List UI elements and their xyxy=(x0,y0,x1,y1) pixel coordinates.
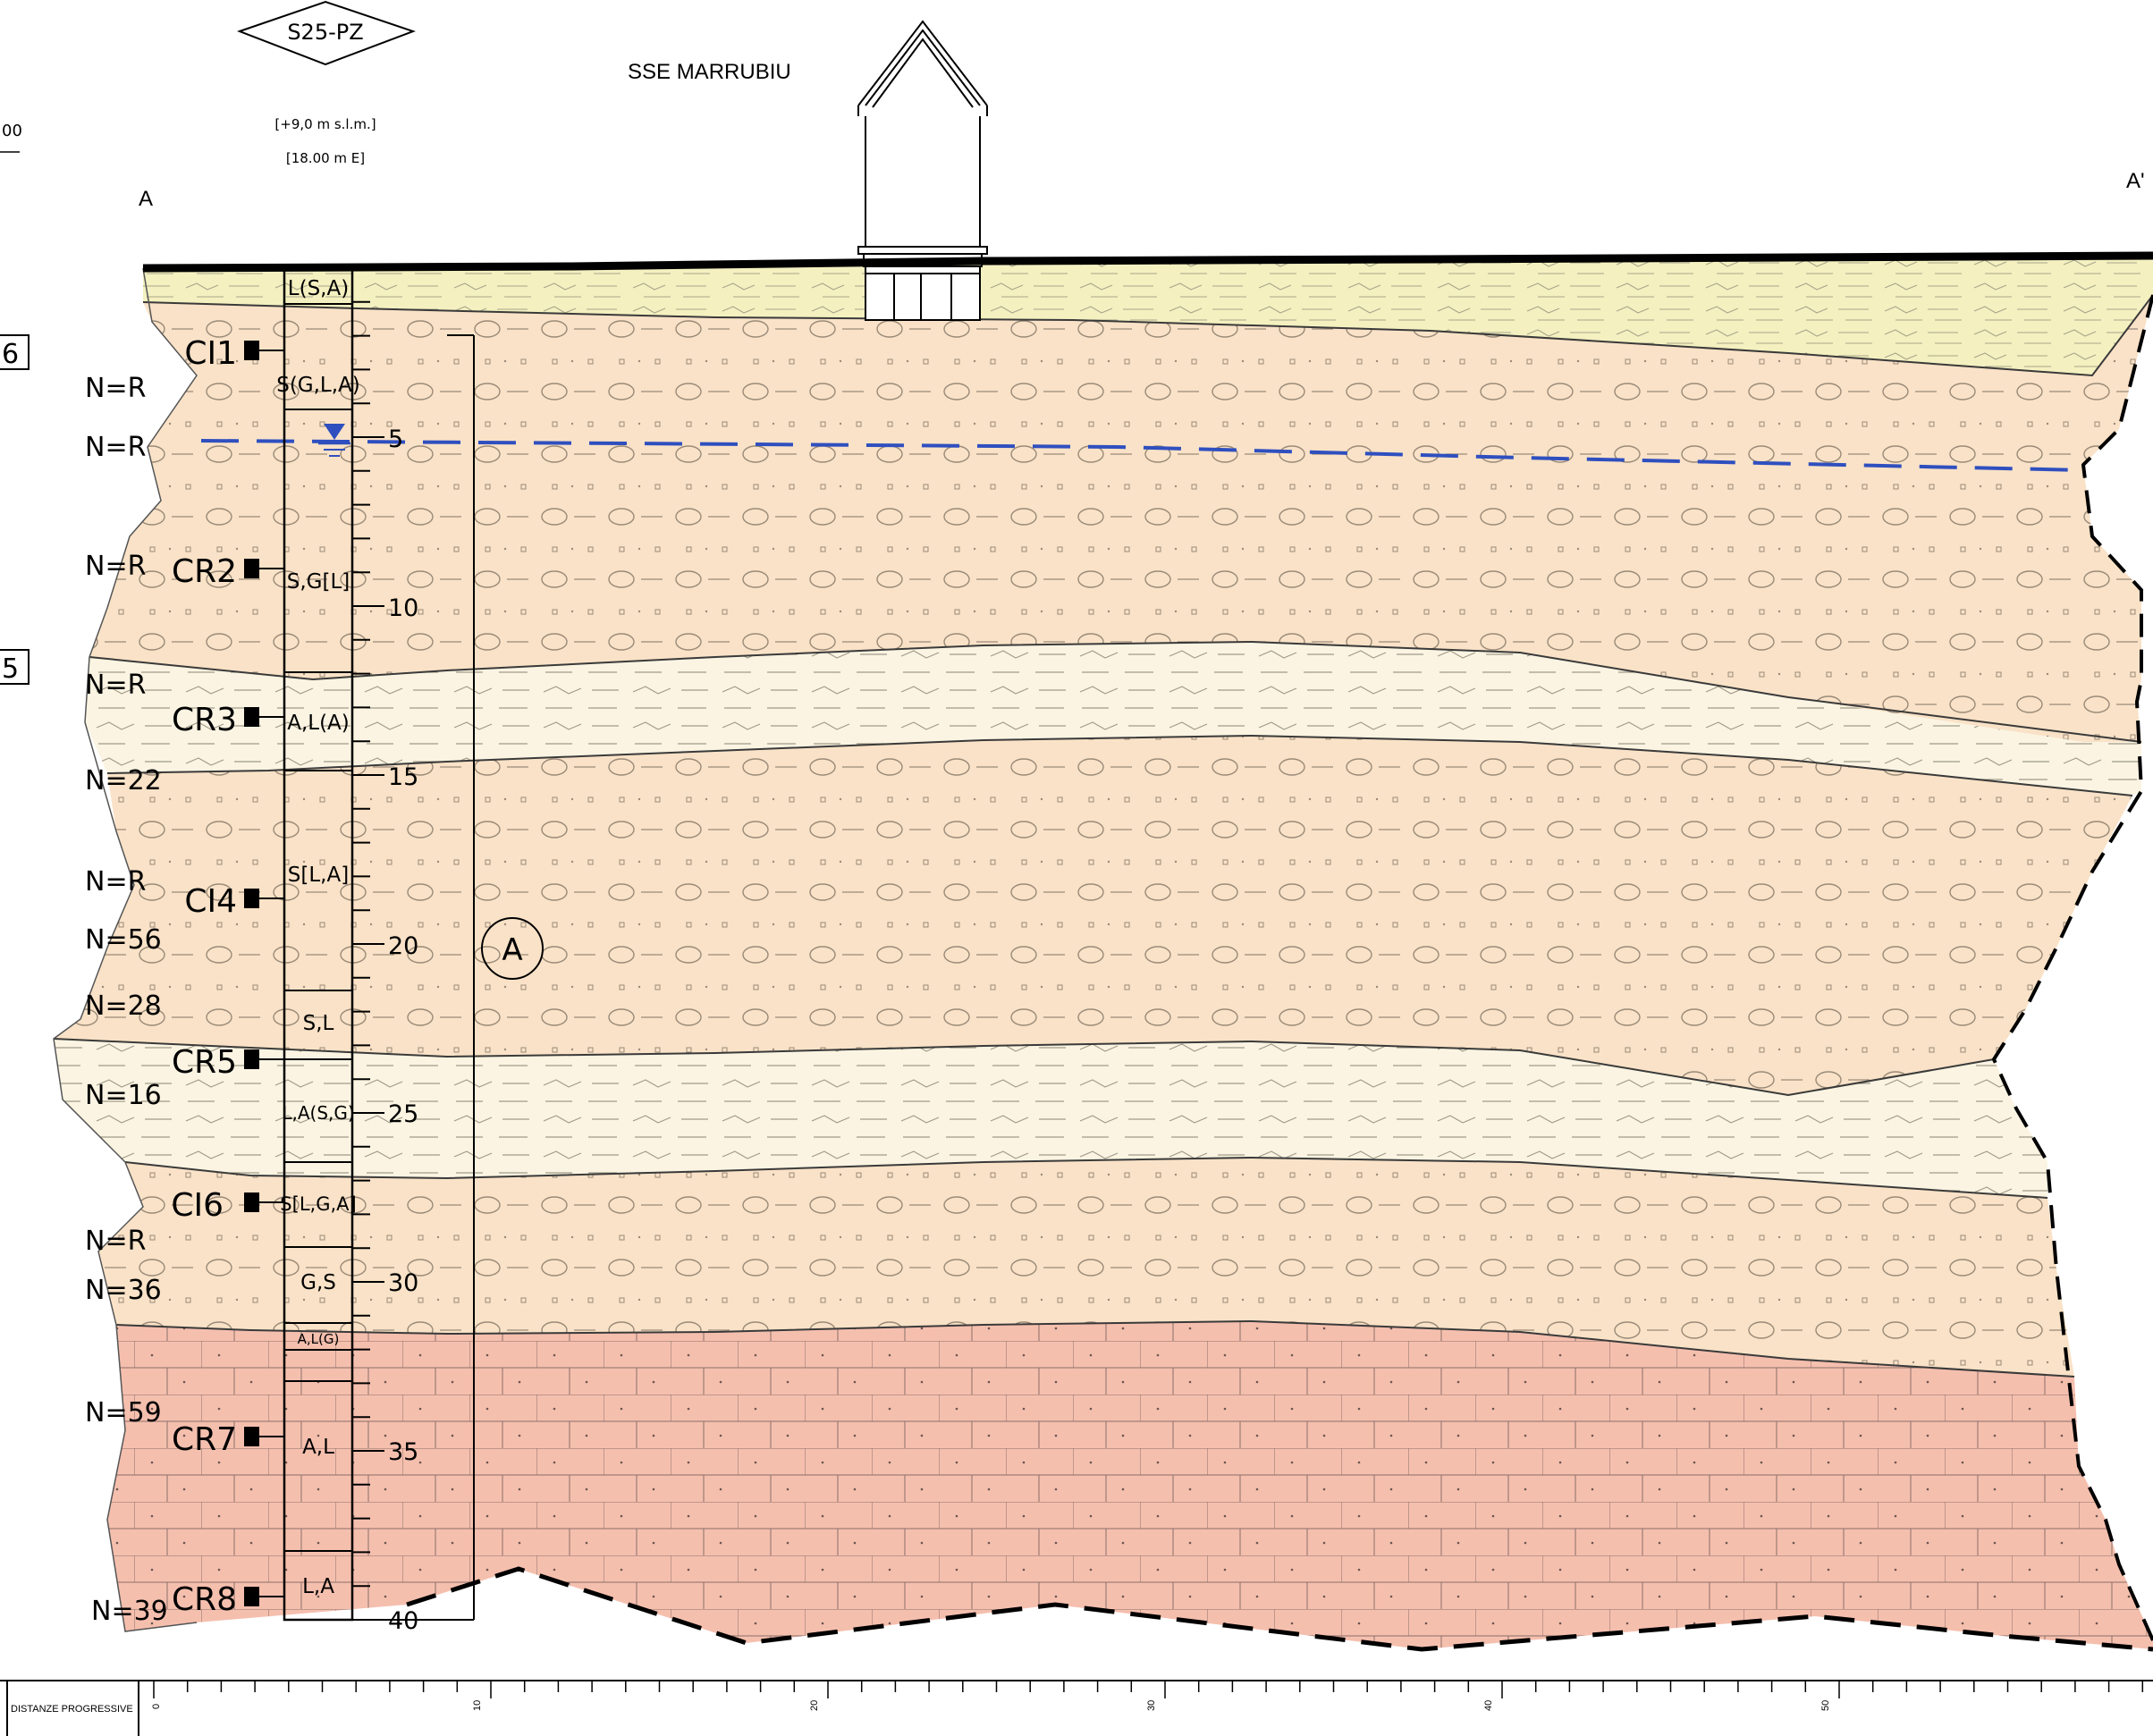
distance-label: 0 xyxy=(151,1704,162,1709)
unit-label: A xyxy=(502,932,522,968)
section-right-boundary xyxy=(1991,294,2153,1641)
left-edge-label: 00 xyxy=(2,122,22,140)
left-edge-label: 5 xyxy=(2,653,19,685)
spt-label: N=22 xyxy=(85,765,162,796)
lithology-label: S,L xyxy=(303,1012,334,1035)
sample-label: CI1 xyxy=(184,335,237,372)
depth-ticks xyxy=(352,300,384,1621)
lithology-label: A,L(G) xyxy=(298,1331,340,1347)
layer-sand-gravel-upper xyxy=(89,295,2153,742)
layer-bedrock xyxy=(107,1321,2153,1649)
spt-label: N=R xyxy=(85,670,146,701)
water-table-line xyxy=(200,439,2084,472)
site-title: SSE MARRUBIU xyxy=(628,60,791,84)
sample-label: CI6 xyxy=(171,1187,224,1224)
distance-table-header: DISTANZE PROGRESSIVE xyxy=(11,1704,133,1715)
unit-marker-circle xyxy=(481,917,544,980)
sample-label: CR8 xyxy=(172,1581,237,1618)
section-bottom-boundary xyxy=(406,1566,2153,1652)
distance-label: 10 xyxy=(472,1700,483,1711)
spt-label: N=R xyxy=(85,866,146,897)
spt-label: N=39 xyxy=(91,1596,168,1627)
sample-labels: CI1 CR2 CR3 CI4 CR5 CI6 CR7 CR8 xyxy=(171,335,237,1618)
depth-tick-label: 15 xyxy=(388,763,418,791)
left-edge-box-lower xyxy=(0,649,30,685)
lithology-label: L,A(S,G) xyxy=(282,1102,354,1124)
borehole-easting: [18.00 m E] xyxy=(286,150,365,166)
depth-tick-label: 35 xyxy=(388,1438,418,1466)
spt-label: N=36 xyxy=(85,1275,162,1306)
lithology-label: A,L xyxy=(302,1436,334,1459)
lithology-label: A,L(A) xyxy=(287,712,350,735)
spt-label: N=28 xyxy=(85,990,162,1022)
borehole-elevation: [+9,0 m s.l.m.] xyxy=(274,116,376,132)
borehole-id: S25-PZ xyxy=(287,20,363,45)
left-edge-label: 6 xyxy=(2,339,19,370)
section-left-boundary xyxy=(53,267,198,1632)
section-start-label: A xyxy=(139,187,153,211)
water-level-icon xyxy=(318,424,350,457)
depth-tick-label: 20 xyxy=(388,932,418,960)
distance-label: 50 xyxy=(1820,1700,1831,1711)
distance-ticks xyxy=(153,1681,2144,1698)
spt-label: N=59 xyxy=(85,1397,162,1428)
depth-tick-label: 25 xyxy=(388,1100,418,1128)
spt-label: N=R xyxy=(85,1226,146,1257)
sample-label: CR3 xyxy=(172,702,237,738)
layer-boundaries xyxy=(53,294,2153,1378)
borehole-id-badge xyxy=(237,0,416,66)
sample-label: CR5 xyxy=(172,1044,237,1081)
spt-label: N=R xyxy=(85,432,146,463)
lithology-label: S[L,A] xyxy=(288,864,349,887)
spt-labels: N=R N=R N=R N=R N=22 N=R N=56 N=28 N=16 … xyxy=(85,373,168,1627)
sample-label: CR2 xyxy=(172,553,237,590)
spt-label: N=16 xyxy=(85,1080,162,1111)
sample-label: CI4 xyxy=(184,883,237,920)
lithology-label: S[L,G,A] xyxy=(280,1193,356,1215)
layer-silt-clay-upper xyxy=(85,642,2141,796)
substation-building-icon xyxy=(857,20,988,321)
depth-tick-label: 5 xyxy=(388,426,403,453)
distance-table xyxy=(0,1680,2153,1736)
sample-label: CR7 xyxy=(172,1421,237,1458)
lithology-labels: L(S,A) S(G,L,A) S,G[L] A,L(A) S[L,A] S,L… xyxy=(276,277,360,1598)
spt-label: N=56 xyxy=(85,924,162,956)
depth-tick-labels: 5 10 15 20 25 30 35 40 xyxy=(388,426,418,1635)
lithology-label: S(G,L,A) xyxy=(276,374,360,397)
distance-label: 30 xyxy=(1146,1700,1157,1711)
layer-sand-gravel-middle xyxy=(54,736,2132,1095)
lithology-label: L,A xyxy=(302,1575,334,1598)
sample-markers xyxy=(244,341,284,1606)
section-end-label: A' xyxy=(2126,169,2145,193)
lithology-label: S,G[L] xyxy=(287,570,350,594)
lithology-label: L(S,A) xyxy=(288,277,349,300)
spt-label: N=R xyxy=(85,373,146,404)
distance-label: 20 xyxy=(809,1700,820,1711)
distance-labels: 0 10 20 30 40 50 xyxy=(151,1700,1831,1711)
left-edge-box-upper xyxy=(0,334,30,370)
layer-topsoil xyxy=(143,256,2153,375)
spt-label: N=R xyxy=(85,551,146,582)
depth-tick-label: 30 xyxy=(388,1269,418,1297)
distance-label: 40 xyxy=(1483,1700,1494,1711)
lithology-label: G,S xyxy=(300,1271,336,1294)
depth-tick-label: 10 xyxy=(388,594,418,622)
layer-sand-gravel-lower xyxy=(98,1158,2074,1377)
ground-surface-line xyxy=(142,251,2153,273)
layer-silt-clay-lower xyxy=(54,1039,2047,1198)
depth-tick-label: 40 xyxy=(388,1607,418,1635)
